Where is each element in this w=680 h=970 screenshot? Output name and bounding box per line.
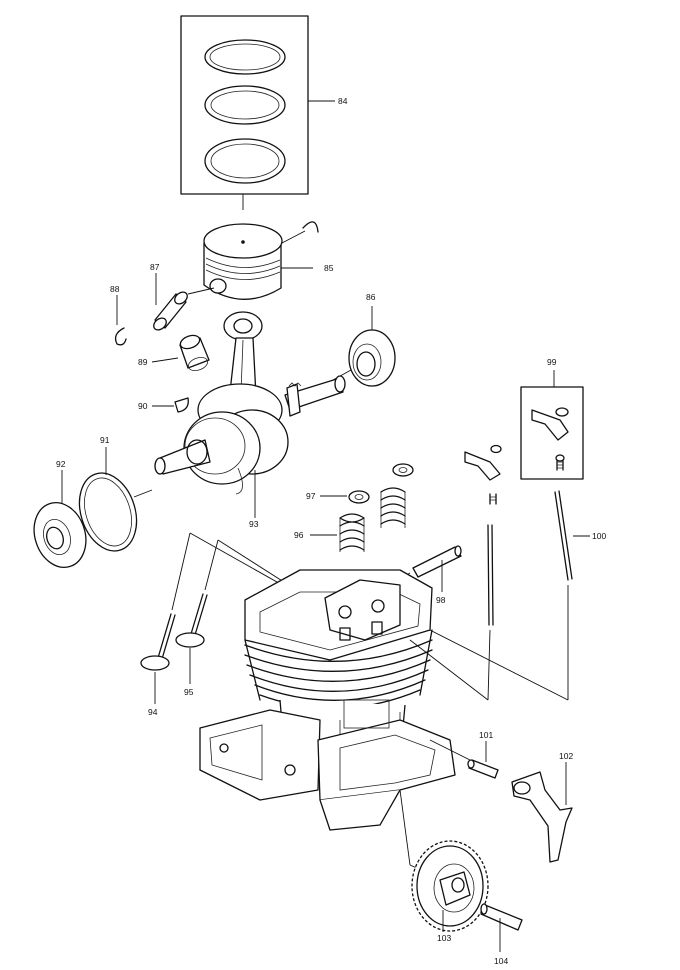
callout-103: 103 xyxy=(437,933,451,943)
callout-93: 93 xyxy=(249,519,259,529)
exhaust-valve xyxy=(140,532,191,704)
rocker-arm-kit xyxy=(464,370,584,505)
piston-pin xyxy=(153,273,215,331)
crank-oil-seal-left xyxy=(33,470,87,568)
callout-87: 87 xyxy=(150,262,160,272)
crank-oil-seal xyxy=(332,306,396,387)
callout-97: 97 xyxy=(306,491,316,501)
intake-valve xyxy=(175,532,321,684)
callout-91: 91 xyxy=(100,435,110,445)
camshaft-gear xyxy=(411,840,489,932)
callout-98: 98 xyxy=(436,595,446,605)
conrod-bushing xyxy=(151,334,210,371)
callout-95: 95 xyxy=(184,687,194,697)
rocker-shaft-pin xyxy=(389,545,462,592)
woodruff-key xyxy=(152,397,189,413)
callout-99: 99 xyxy=(547,357,557,367)
callout-88: 88 xyxy=(110,284,120,294)
callout-102: 102 xyxy=(559,751,573,761)
callout-labels: 84 85 86 87 88 89 90 91 92 93 94 95 96 9… xyxy=(56,96,606,966)
callout-101: 101 xyxy=(479,730,493,740)
callout-94: 94 xyxy=(148,707,158,717)
camshaft-pin xyxy=(480,903,523,952)
valve-spring-retainer xyxy=(320,463,414,504)
callout-96: 96 xyxy=(294,530,304,540)
callout-89: 89 xyxy=(138,357,148,367)
callout-90: 90 xyxy=(138,401,148,411)
piston-pin-circlip xyxy=(114,295,127,346)
callout-84: 84 xyxy=(338,96,348,106)
valve-spring xyxy=(310,487,406,552)
crankcase-gasket xyxy=(78,447,153,552)
governor-pin xyxy=(467,741,499,779)
cylinder-head-block xyxy=(199,569,471,876)
callout-86: 86 xyxy=(366,292,376,302)
callout-92: 92 xyxy=(56,459,66,469)
piston-ring-set xyxy=(180,15,335,210)
crankshaft-assembly xyxy=(154,311,346,518)
piston xyxy=(203,221,319,300)
callout-104: 104 xyxy=(494,956,508,966)
callout-85: 85 xyxy=(324,263,334,273)
governor-arm xyxy=(511,762,573,863)
callout-100: 100 xyxy=(592,531,606,541)
push-rod xyxy=(409,490,590,701)
